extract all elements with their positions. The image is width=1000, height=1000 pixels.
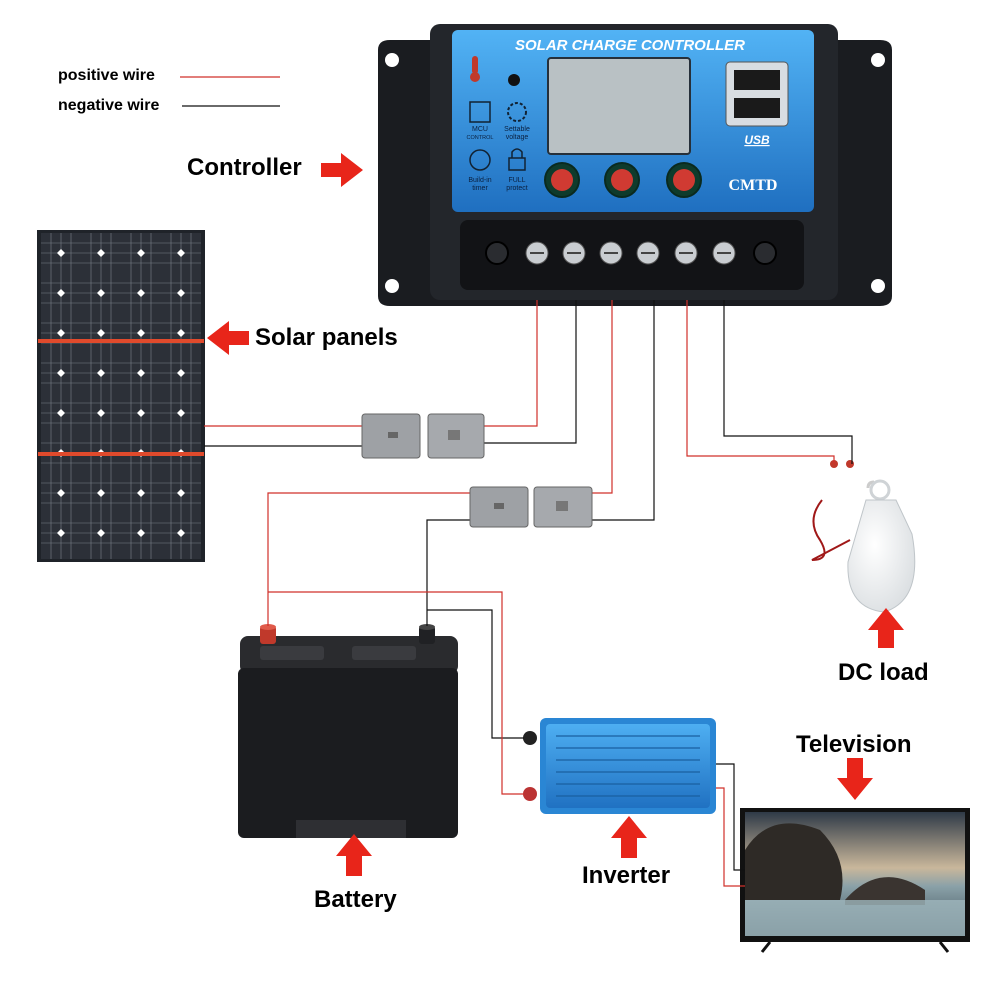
solar-panel (37, 230, 205, 562)
down-button[interactable] (666, 162, 702, 198)
inverter (523, 718, 716, 814)
clip-negative (846, 460, 854, 468)
mount-hole-icon (385, 53, 399, 67)
controller-title: SOLAR CHARGE CONTROLLER (515, 37, 745, 54)
temperature-icon (470, 56, 480, 82)
mount-hole-icon (871, 53, 885, 67)
mount-hole-icon (871, 279, 885, 293)
battery-negative-wire (426, 300, 655, 626)
lock-icon (508, 148, 526, 171)
load-negative-wire (723, 300, 853, 464)
usb-label: USB (744, 133, 770, 147)
feature-label: CONTROL (467, 135, 494, 141)
arrow-icon (207, 153, 904, 876)
feature-label: timer (472, 185, 488, 192)
solar-connector (361, 413, 485, 459)
television-label: Television (796, 731, 912, 758)
inverter-negative-terminal (523, 731, 537, 745)
lcd-screen (547, 57, 691, 155)
feature-label: FULL (508, 177, 525, 184)
wires (204, 300, 853, 887)
feature-label: MCU (472, 126, 488, 133)
battery-label: Battery (314, 886, 397, 913)
battery-connector (469, 486, 593, 528)
television (740, 808, 970, 953)
terminal-strip (460, 220, 804, 290)
feature-label: Settable (504, 126, 530, 133)
negative-terminal (419, 624, 435, 644)
tv-positive-wire (716, 787, 745, 887)
terminal-screws (525, 241, 736, 265)
screw-hole-icon (753, 241, 777, 265)
inverter-positive-wire (268, 591, 524, 795)
feature-label: voltage (506, 134, 529, 141)
panel-seam (38, 339, 204, 343)
panel-seam (38, 452, 204, 456)
gear-icon (507, 102, 527, 122)
controller-brand: CMTD (729, 177, 778, 194)
positive-terminal (260, 624, 276, 644)
controller-label: Controller (187, 154, 302, 181)
inverter-negative-wire (427, 609, 524, 739)
load-positive-wire (686, 300, 835, 464)
chip-icon (469, 101, 491, 123)
menu-button[interactable] (544, 162, 580, 198)
tv-negative-wire (716, 763, 745, 871)
inverter-positive-terminal (523, 787, 537, 801)
feature-label: protect (506, 185, 527, 192)
up-button[interactable] (604, 162, 640, 198)
mount-hole-icon (385, 279, 399, 293)
legend-positive-label: positive wire (58, 67, 155, 84)
bulb-icon (811, 460, 916, 613)
dc-load-label: DC load (838, 659, 929, 686)
screw-hole-icon (485, 241, 509, 265)
feature-label: Build-in (468, 177, 491, 184)
solar-negative-wire (204, 300, 577, 447)
legend-negative-label: negative wire (58, 97, 160, 114)
charge-controller (378, 24, 892, 306)
battery (238, 624, 458, 838)
solar-positive-wire (204, 300, 538, 427)
battery-positive-wire (267, 300, 613, 626)
sensor-dot (508, 74, 520, 86)
solar-panels-label: Solar panels (255, 324, 398, 351)
clock-icon (469, 149, 491, 171)
inverter-label: Inverter (582, 862, 671, 889)
usb-ports (725, 61, 789, 127)
